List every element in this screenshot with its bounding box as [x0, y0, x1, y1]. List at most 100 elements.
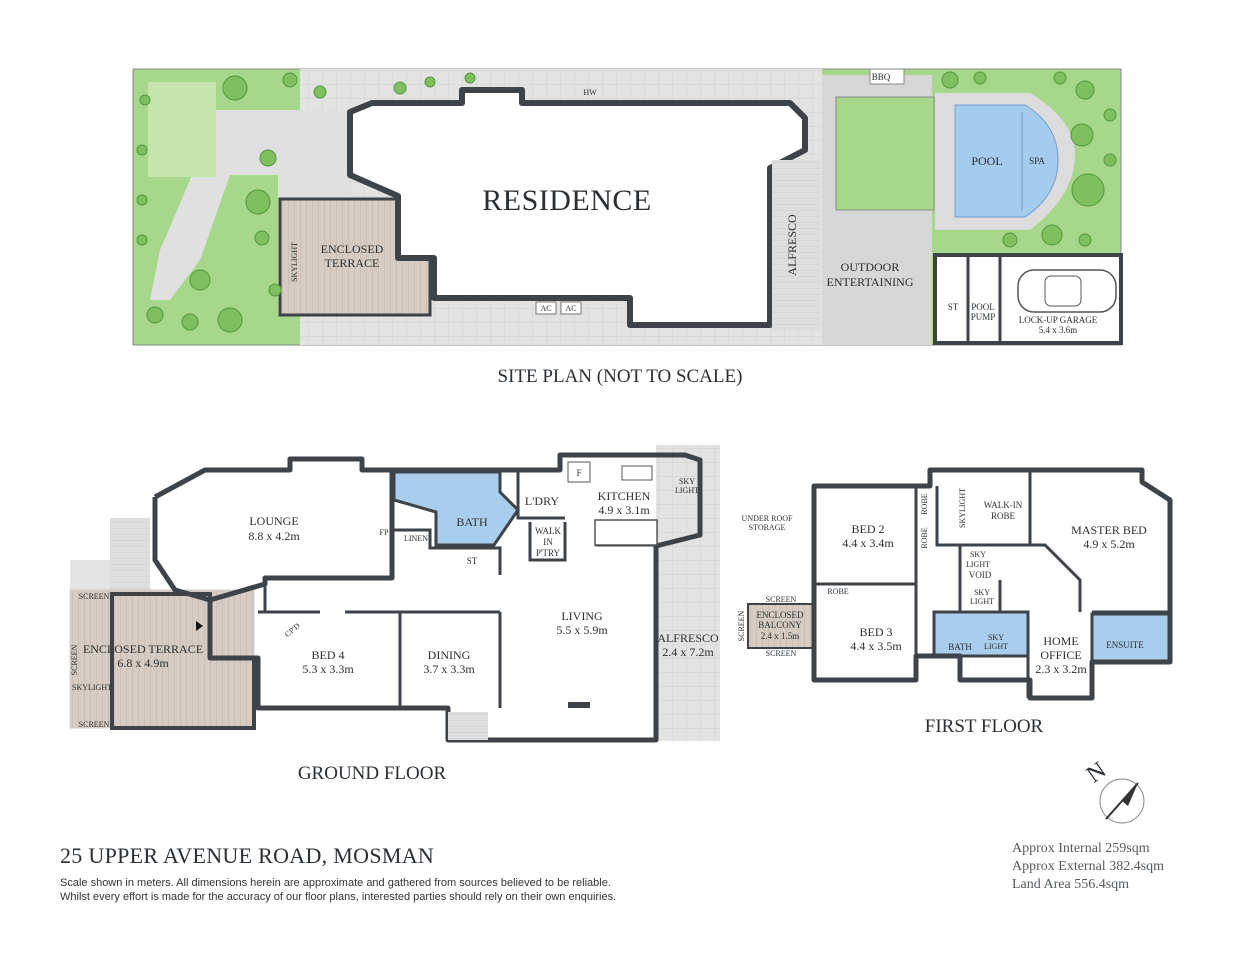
bbq-unit: [869, 68, 905, 85]
under-roof-storage-label-1: UNDER ROOF: [742, 514, 793, 523]
ff-screen-label-bottom: SCREEN: [766, 649, 797, 658]
hw-label: HW: [583, 88, 597, 97]
gf-alfresco-label: ALFRESCO: [657, 631, 719, 645]
property-address: 25 UPPER AVENUE ROAD, MOSMAN: [60, 843, 435, 868]
external-area: Approx External 382.4sqm: [1012, 859, 1165, 874]
kitchen-island: [594, 519, 658, 546]
linen-label: LINEN: [404, 534, 428, 543]
area-summary: Approx Internal 259sqm Approx External 3…: [1012, 840, 1164, 894]
car-icon: [1017, 269, 1117, 313]
ff-outer-walls: [811, 467, 1173, 701]
compass-letter: N: [1082, 757, 1111, 788]
gf-stairs: [110, 518, 150, 590]
outdoor-entertaining-label-1: OUTDOOR: [841, 260, 900, 274]
land-area: Land Area 556.4sqm: [1012, 877, 1130, 892]
walk-in-robe-label-1: WALK-IN: [984, 500, 1023, 510]
fridge-label: F: [576, 468, 581, 478]
master-bed-label: MASTER BED: [1071, 523, 1147, 537]
void-label-1: SKY: [970, 550, 986, 559]
ff-screen-label-side: SCREEN: [737, 610, 746, 641]
garden-trees: [136, 71, 1117, 333]
bed4-size: 5.3 x 3.3m: [302, 662, 354, 676]
bed2-size: 4.4 x 3.4m: [842, 536, 894, 550]
bed2-robe-label: ROBE: [920, 493, 929, 514]
lounge-size: 8.8 x 4.2m: [248, 529, 300, 543]
living-label: LIVING: [561, 609, 603, 623]
balcony-label-1: ENCLOSED: [757, 610, 805, 620]
back-lawn: [835, 96, 935, 211]
landing-skylight-label-1: SKY: [974, 588, 990, 597]
balcony-size: 2.4 x 1.5m: [761, 631, 800, 641]
gf-st-label: ST: [467, 556, 478, 566]
pool: [954, 104, 1059, 218]
bed2-label: BED 2: [852, 522, 885, 536]
bed2-robe-label-2: ROBE: [920, 527, 929, 548]
gf-alfresco: [656, 445, 720, 741]
gf-skylight-label-1: SKY: [679, 477, 695, 486]
disclaimer: Scale shown in meters. All dimensions he…: [60, 876, 760, 904]
garage-st-label: ST: [948, 302, 959, 312]
first-floor-caption: FIRST FLOOR: [925, 716, 1044, 737]
cooktop: [621, 465, 653, 481]
under-roof-storage-label-2: STORAGE: [749, 523, 786, 532]
front-lawn: [148, 82, 216, 177]
first-floor: [747, 467, 1173, 701]
gf-bath: [392, 470, 520, 547]
gf-terrace-step: [70, 560, 116, 590]
ff-bath-skylight-2: LIGHT: [984, 642, 1008, 651]
north-compass-icon: N: [1082, 757, 1145, 824]
dining-size: 3.7 x 3.3m: [423, 662, 475, 676]
gf-outer-walls: [153, 452, 703, 743]
ff-screen-label-top: SCREEN: [766, 595, 797, 604]
pool-pump-label-1: POOL: [971, 302, 995, 312]
wir-skylight-label: SKYLIGHT: [958, 488, 967, 528]
landing-skylight-label-2: LIGHT: [970, 597, 994, 606]
ac-label-2: AC: [565, 304, 576, 313]
gf-lounge-bay: [152, 497, 211, 603]
site-plan: [132, 68, 1123, 346]
residence-footprint: [347, 87, 808, 328]
home-office-label-2: OFFICE: [1040, 648, 1081, 662]
ground-floor: [69, 445, 720, 743]
ac-label-1: AC: [540, 304, 551, 313]
site-terrace-label-1: ENCLOSED: [321, 242, 384, 256]
internal-area: Approx Internal 259sqm: [1012, 841, 1150, 856]
pantry-label-2: IN: [543, 537, 553, 547]
site-plan-caption: SITE PLAN (NOT TO SCALE): [498, 366, 743, 387]
gf-terrace-size: 6.8 x 4.9m: [117, 656, 169, 670]
kitchen-size: 4.9 x 3.1m: [598, 503, 650, 517]
pool-label: POOL: [971, 154, 1002, 168]
ensuite-label: ENSUITE: [1106, 640, 1144, 650]
gf-skylight-label-2: LIGHT: [675, 486, 699, 495]
cupboard-label: CP'D: [283, 621, 302, 639]
home-office-label-1: HOME: [1043, 634, 1078, 648]
ff-interior-walls: [814, 470, 1170, 698]
ground-floor-caption: GROUND FLOOR: [298, 763, 447, 784]
home-office-size: 2.3 x 3.2m: [1035, 662, 1087, 676]
dining-label: DINING: [428, 648, 471, 662]
pantry-label-3: P'TRY: [536, 548, 561, 558]
outdoor-entertaining-label-2: ENTERTAINING: [827, 275, 914, 289]
fridge: [567, 461, 591, 483]
living-size: 5.5 x 5.9m: [556, 623, 608, 637]
walk-in-robe-label-2: ROBE: [991, 511, 1016, 521]
void-label-2: LIGHT: [966, 560, 990, 569]
site-skylight-label: SKYLIGHT: [290, 242, 299, 282]
bed3-size: 4.4 x 3.5m: [850, 639, 902, 653]
gf-screen-label-top: SCREEN: [79, 592, 110, 601]
gf-entry-steps: [448, 712, 488, 740]
lounge-label: LOUNGE: [249, 514, 298, 528]
ensuite: [1090, 612, 1172, 664]
bed3-label: BED 3: [860, 625, 893, 639]
residence-label: RESIDENCE: [482, 184, 652, 217]
garage-label-1: LOCK-UP GARAGE: [1019, 315, 1098, 325]
master-bed-size: 4.9 x 5.2m: [1083, 537, 1135, 551]
site-alfresco-label: ALFRESCO: [785, 214, 799, 276]
site-alfresco: [772, 160, 820, 330]
site-terrace-label-2: TERRACE: [325, 256, 380, 270]
kitchen-label: KITCHEN: [598, 489, 651, 503]
balcony-label-2: BALCONY: [758, 620, 802, 630]
disclaimer-line-1: Scale shown in meters. All dimensions he…: [60, 877, 611, 889]
bed4-label: BED 4: [312, 648, 345, 662]
ff-bath-label: BATH: [948, 642, 972, 652]
